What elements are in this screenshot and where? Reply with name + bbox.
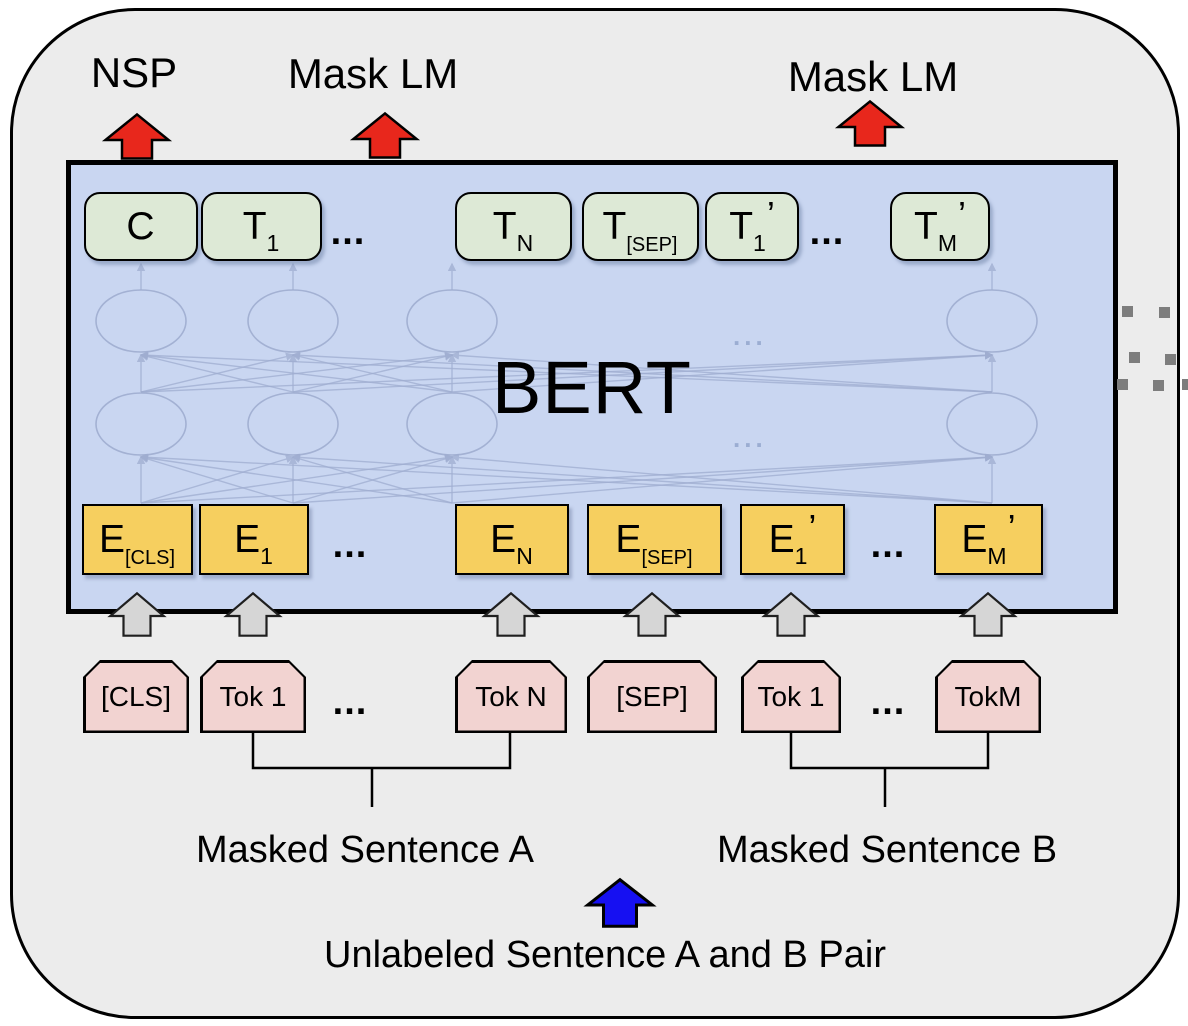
output-ellipsis-right: ...	[809, 211, 845, 253]
unlabeled-pair-arrow-up-icon	[583, 877, 657, 928]
output-box-t1-prime: T1’	[705, 192, 799, 261]
token-box-tok1b: Tok 1	[741, 660, 841, 733]
masked-sentence-a-label: Masked Sentence A	[196, 829, 534, 871]
input-arrow-sep-icon	[622, 591, 682, 637]
input-arrow-tokn-icon	[481, 591, 541, 637]
output-box-t1: T1	[201, 192, 322, 261]
dash-square-icon	[1122, 306, 1133, 317]
dash-square-icon	[1153, 380, 1164, 391]
token-box-sep: [SEP]	[587, 660, 717, 733]
input-arrow-tok1a-icon	[223, 591, 283, 637]
embedding-ellipsis-right: ...	[870, 524, 906, 566]
embedding-box-en: EN	[455, 504, 569, 575]
mask-lm-right-arrow-up-icon	[834, 99, 906, 147]
input-arrow-cls-icon	[107, 591, 167, 637]
token-box-tok1b-fill	[744, 663, 839, 731]
output-box-tn: TN	[455, 192, 572, 261]
nsp-arrow-up-icon	[101, 112, 173, 160]
embedding-box-e1: E1	[199, 504, 309, 575]
dash-square-icon	[1159, 307, 1170, 318]
token-box-sep-fill	[590, 663, 715, 731]
output-ellipsis-left: ...	[330, 211, 366, 253]
network-ellipsis: ...	[733, 423, 767, 453]
token-box-tok1a-fill	[203, 663, 304, 731]
embedding-box-esep: E[SEP]	[587, 504, 722, 575]
input-arrow-tokm-icon	[958, 591, 1018, 637]
mask-lm-left-arrow-up-icon	[349, 111, 421, 159]
mask-lm-right-label: Mask LM	[787, 53, 959, 100]
token-box-tokm: TokM	[935, 660, 1041, 733]
network-ellipsis: ...	[733, 321, 767, 351]
embedding-box-cls: E[CLS]	[82, 504, 193, 575]
token-box-cls-fill	[86, 663, 187, 731]
mask-lm-left-label: Mask LM	[287, 50, 459, 97]
token-ellipsis-left: ...	[332, 681, 368, 723]
token-box-tok1a: Tok 1	[200, 660, 306, 733]
embedding-box-e1-prime: E1’	[740, 504, 845, 575]
token-box-tokn-fill	[458, 663, 565, 731]
nsp-label: NSP	[90, 49, 178, 96]
unlabeled-pair-label: Unlabeled Sentence A and B Pair	[324, 934, 886, 976]
token-ellipsis-right: ...	[870, 681, 906, 723]
masked-sentence-b-label: Masked Sentence B	[716, 829, 1058, 871]
output-box-c: C	[84, 192, 198, 261]
dash-square-icon	[1117, 379, 1128, 390]
dash-square-icon	[1129, 352, 1140, 363]
input-arrow-tok1b-icon	[761, 591, 821, 637]
embedding-ellipsis-left: ...	[332, 524, 368, 566]
embedding-box-em-prime: EM’	[934, 504, 1043, 575]
token-box-cls: [CLS]	[83, 660, 189, 733]
token-box-tokm-fill	[938, 663, 1039, 731]
token-box-tokn: Tok N	[455, 660, 567, 733]
dash-square-icon	[1165, 354, 1176, 365]
dash-square-icon	[1182, 379, 1188, 390]
output-box-tsep: T[SEP]	[582, 192, 699, 261]
bert-model-title: BERT	[491, 346, 693, 429]
transformer-network-graphic: ......	[95, 262, 1038, 504]
output-box-tm-prime: TM’	[890, 192, 990, 261]
